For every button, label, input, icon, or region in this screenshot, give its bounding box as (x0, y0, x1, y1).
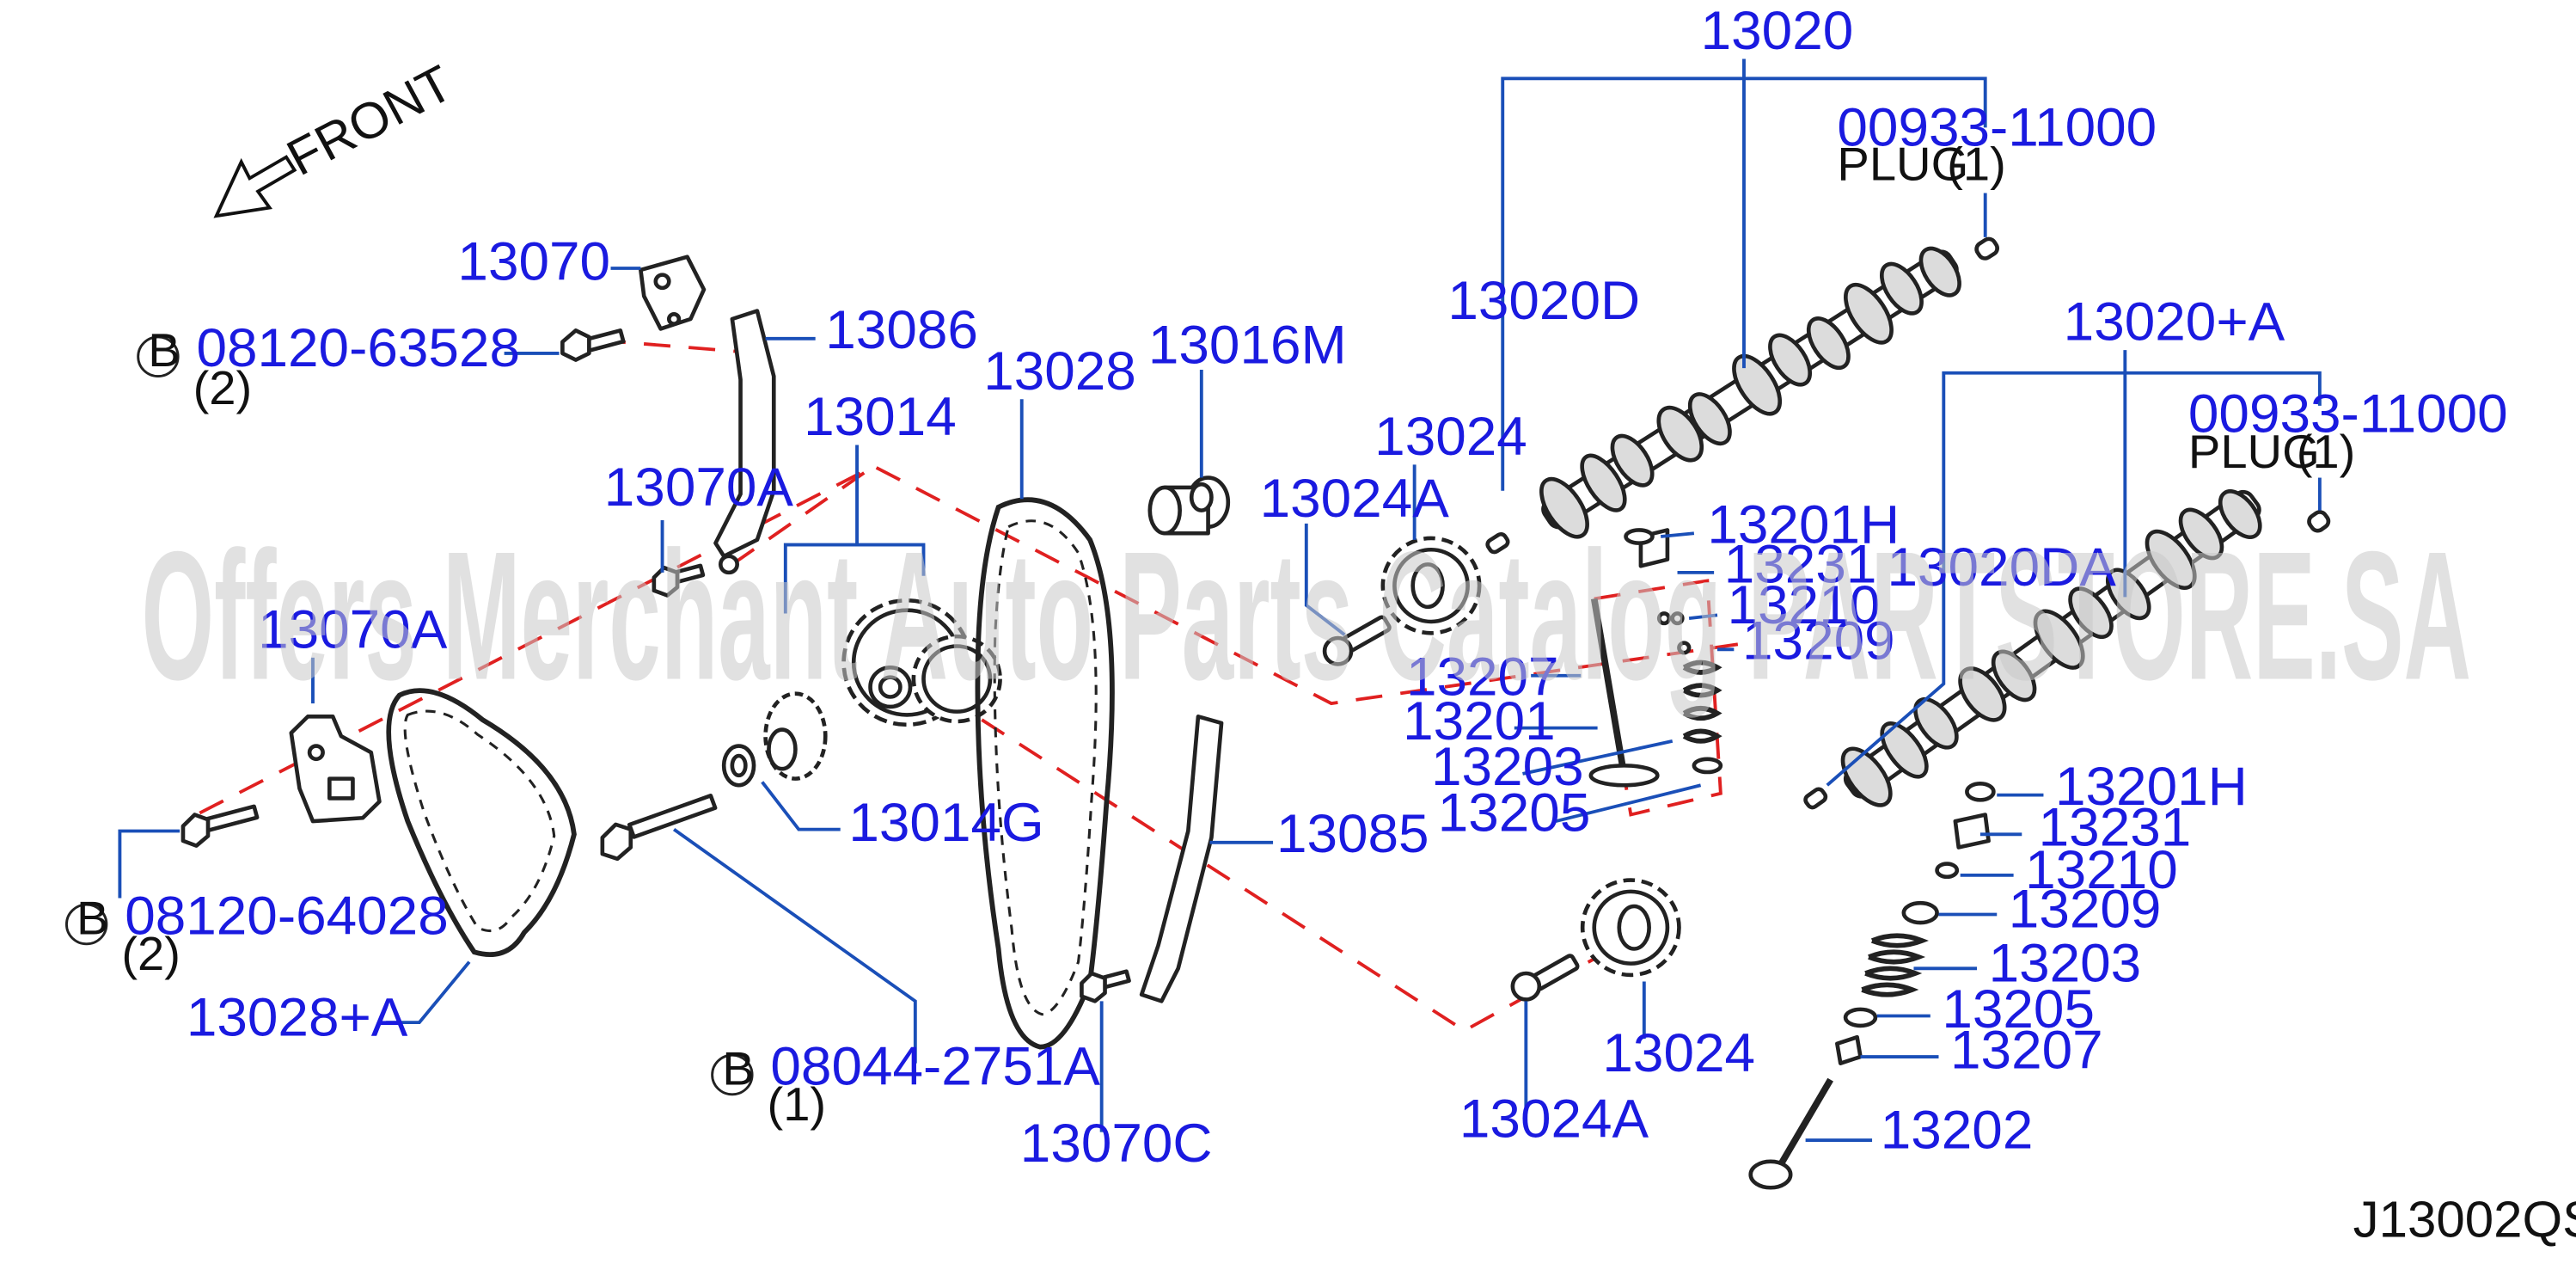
plug-1 (1974, 236, 2000, 261)
label-plug2-pn: 00933-11000 (2188, 384, 2508, 444)
camshaft-13020 (1539, 246, 1961, 539)
circled-b-icon: B (64, 892, 109, 946)
label-13024a-bottom: 13024A (1459, 1089, 1649, 1149)
label-13231-b: 13231 (2039, 798, 2192, 857)
label-13024-bottom: 13024 (1602, 1024, 1755, 1083)
front-arrow-icon (213, 155, 297, 218)
label-13085: 13085 (1276, 805, 1429, 864)
bolt-13024a-bottom (1510, 954, 1580, 1002)
label-13070c: 13070C (1020, 1113, 1213, 1173)
plug-2 (2307, 510, 2331, 533)
label-13202: 13202 (1881, 1101, 2034, 1160)
label-plug1-qty: (1) (1947, 138, 2006, 190)
label-13024a-top: 13024A (1260, 469, 1450, 529)
label-13201h-a: 13201H (1707, 495, 1900, 555)
label-13028a: 13028+A (187, 988, 408, 1047)
label-13207-a: 13207 (1406, 647, 1559, 707)
valve-assembly-left (1588, 528, 1723, 788)
front-label: FRONT (278, 54, 462, 187)
label-13020: 13020 (1701, 2, 1854, 61)
sprocket-13024-top (1380, 536, 1482, 635)
tensioner-13070a (289, 715, 382, 824)
label-13020d: 13020D (1447, 271, 1640, 330)
label-bolt3-qty: (1) (768, 1078, 827, 1131)
label-13028: 13028 (983, 341, 1136, 401)
guide-13085 (1139, 715, 1224, 1003)
label-13210-a: 13210 (1728, 575, 1881, 635)
label-13231-a: 13231 (1724, 535, 1877, 594)
drawing-code: J13002QS (2353, 1191, 2576, 1248)
label-13024-top: 13024 (1374, 407, 1527, 466)
bolt-13070c (1080, 969, 1131, 1003)
label-13070: 13070 (457, 232, 610, 291)
camshaft-13020a (1840, 489, 2262, 807)
svg-text:B: B (76, 892, 108, 944)
leader-lines (118, 58, 2322, 1142)
gear-13014g (721, 691, 828, 788)
label-13086: 13086 (825, 301, 978, 360)
label-13207-b: 13207 (1950, 1021, 2103, 1080)
label-13016m: 13016M (1148, 316, 1347, 375)
label-bolt1-qty: (2) (193, 361, 253, 414)
label-13201: 13201 (1403, 691, 1556, 751)
bolt-08044-2751a (600, 794, 718, 862)
label-13201h-b: 13201H (2055, 758, 2248, 817)
watermark: Offers Merchant Auto Parts Catalog PARTS… (142, 512, 2471, 718)
label-13014g: 13014G (848, 793, 1043, 852)
pin-13020d (1485, 531, 1510, 555)
circled-b-icon: B (137, 324, 181, 378)
label-13205-a: 13205 (1438, 783, 1591, 843)
circled-b-icon: B (711, 1042, 755, 1096)
label-13070a-top: 13070A (604, 457, 794, 517)
label-plug1-pn: 00933-11000 (1837, 98, 2157, 157)
label-13203-b: 13203 (1989, 934, 2142, 993)
chain-13028 (975, 497, 1115, 1050)
label-13020da: 13020DA (1887, 538, 2116, 598)
guide-13086 (713, 309, 776, 575)
label-bolt2-pn: 08120-64028 (125, 886, 449, 946)
label-13070a-left: 13070A (258, 600, 448, 659)
label-13014: 13014 (804, 388, 957, 447)
label-bolt3-pn: 08044-2751A (770, 1037, 1100, 1096)
bolt-13070a-top (652, 563, 706, 598)
tensioner-13070 (639, 255, 707, 331)
label-13210-b: 13210 (2025, 841, 2178, 900)
label-13203-a: 13203 (1431, 738, 1584, 797)
label-bolt1-pn: 08120-63528 (196, 319, 520, 378)
bolt-08120-64028 (181, 804, 260, 848)
label-13209-a: 13209 (1742, 611, 1895, 671)
label-plug2-qty: (1) (2297, 426, 2356, 478)
bolt-13024a-top (1322, 615, 1392, 666)
label-13020a: 13020+A (2064, 292, 2285, 352)
pin-13020da (1803, 787, 1828, 810)
sleeve-13016m (1147, 475, 1231, 536)
label-13209-b: 13209 (2009, 880, 2162, 939)
chain-13028a (386, 688, 577, 957)
label-plug1-name: PLUG (1837, 138, 1968, 190)
label-bolt2-qty: (2) (121, 928, 181, 980)
label-13205-b: 13205 (1942, 979, 2095, 1039)
label-plug2-name: PLUG (2188, 426, 2320, 478)
svg-text:B: B (148, 324, 180, 377)
sprocket-13024-bottom (1580, 878, 1681, 978)
bolt-08120-63528 (560, 328, 626, 362)
svg-text:B: B (722, 1042, 754, 1095)
